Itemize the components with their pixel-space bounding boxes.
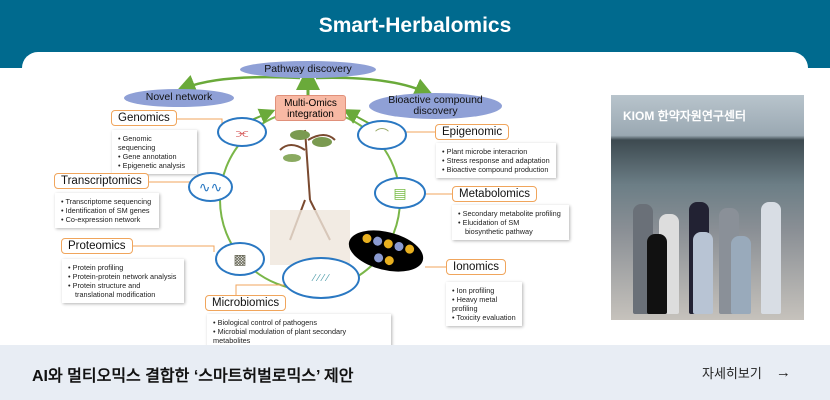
epigenomic-label: Epigenomic: [435, 124, 510, 140]
chromatin-icon: ⌒: [357, 120, 407, 150]
ionomics-list: Ion profilingHeavy metal profilingToxici…: [446, 282, 522, 327]
genomics-list: Genomic sequencingGene annotationEpigene…: [112, 130, 197, 175]
transcriptomics-list: Transcriptome sequencingIdentification o…: [55, 193, 159, 229]
microbes-icon: ⁄ ∕ ⁄ ∕: [282, 257, 360, 299]
arrow-right-icon: →: [775, 364, 791, 381]
novel-network-ellipse: Novel network: [124, 89, 234, 107]
protein-icon: ▩: [215, 242, 265, 276]
article-title[interactable]: AI와 멀티오믹스 결합한 ‘스마트허벌로믹스’ 제안: [32, 368, 354, 385]
pathway-discovery-ellipse: Pathway discovery: [240, 61, 376, 78]
proteomics-label: Proteomics: [61, 238, 133, 254]
rna-wave-icon: ∿∿: [188, 172, 233, 202]
dna-icon: ⫘: [217, 117, 267, 147]
metabolomics-label: Metabolomics: [452, 186, 537, 202]
team-photo: KIOM 한약자원연구센터: [611, 95, 804, 320]
page-title: Smart-Herbalomics: [318, 14, 512, 37]
read-more-link[interactable]: 자세히보기 →: [702, 363, 791, 382]
building-sign: KIOM 한약자원연구센터: [623, 109, 746, 123]
genomics-label: Genomics: [111, 110, 177, 126]
bioactive-discovery-ellipse: Bioactive compound discovery: [369, 93, 502, 119]
microbiomics-list: Biological control of pathogensMicrobial…: [207, 314, 391, 350]
microbiomics-label: Microbiomics: [205, 295, 287, 311]
multi-omics-integration-box: Multi-Omics integration: [275, 95, 346, 121]
footer-bar: AI와 멀티오믹스 결합한 ‘스마트허벌로믹스’ 제안 자세히보기 →: [0, 345, 830, 400]
metabolomics-list: Secondary metabolite profilingElucidatio…: [452, 205, 569, 241]
proteomics-list: Protein profilingProtein-protein network…: [62, 259, 184, 304]
tissue-icon: ▤: [374, 177, 426, 209]
read-more-label: 자세히보기: [702, 366, 762, 381]
ionomics-label: Ionomics: [446, 259, 507, 275]
transcriptomics-label: Transcriptomics: [54, 173, 149, 189]
epigenomic-list: Plant microbe interacrionStress response…: [436, 143, 556, 179]
